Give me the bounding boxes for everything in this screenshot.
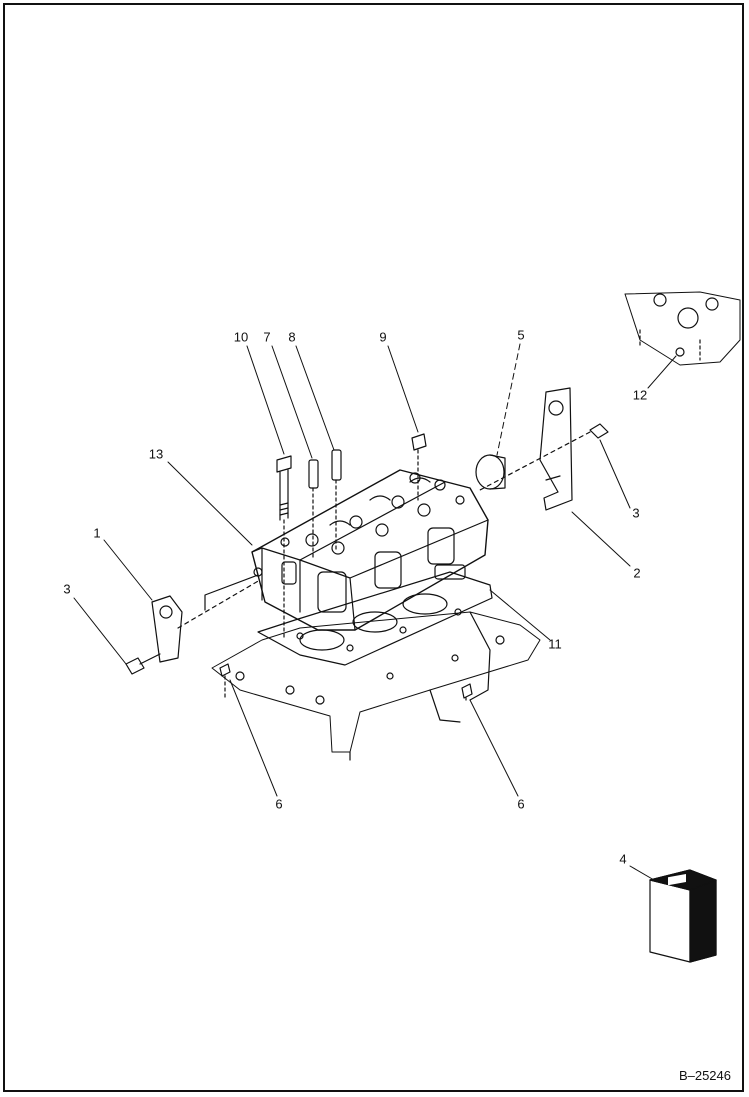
callout-6-left: 6 [275,796,283,812]
callout-5: 5 [517,327,525,343]
leader-lines [73,343,677,881]
dowel-pins [308,449,342,561]
cylinder-head [251,469,489,631]
lifting-bracket [539,387,573,511]
figure-reference: B–25246 [678,1068,731,1083]
callout-11: 11 [548,636,562,652]
page-border [3,3,744,1092]
callout-3-right: 3 [632,505,640,521]
engine-block [211,611,541,761]
bolt-3-left [125,653,161,675]
plug-5 [475,454,506,490]
callout-6-right: 6 [517,796,525,812]
callout-9: 9 [379,329,387,345]
callout-3-left: 3 [63,581,71,597]
callout-10: 10 [233,329,249,345]
callout-7: 7 [263,329,271,345]
callout-4: 4 [619,851,627,867]
callout-2: 2 [633,565,641,581]
head-bolt [276,455,292,641]
callout-12: 12 [632,387,648,403]
inset-gasket-detail [624,291,741,366]
dowel-6 [219,663,473,701]
callout-1: 1 [93,525,101,541]
callout-8: 8 [288,329,296,345]
lifting-bracket-left [151,574,261,663]
callout-13: 13 [148,446,164,462]
bolt-3-right [479,423,609,491]
sealant-kit-box [649,869,717,963]
cap-9 [411,433,427,501]
